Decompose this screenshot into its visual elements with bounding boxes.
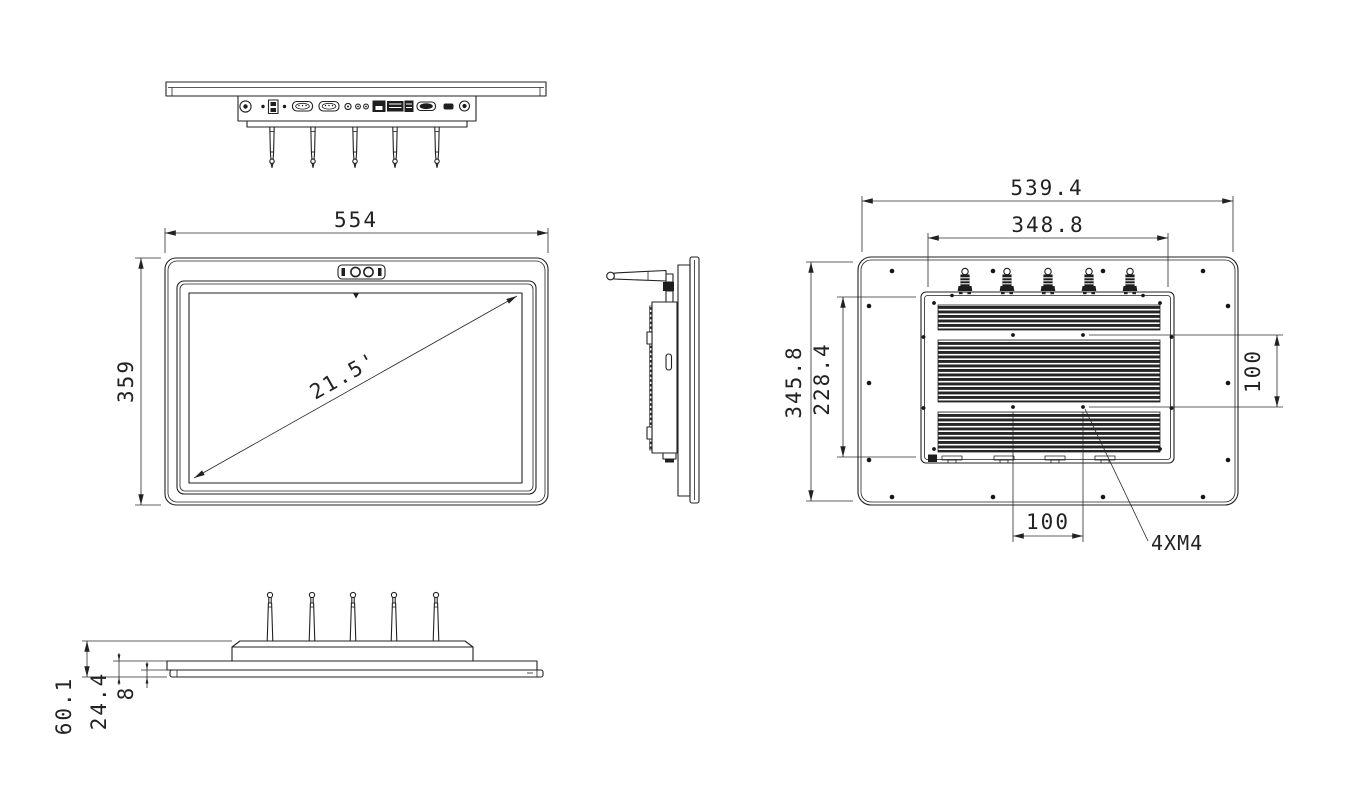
heatsink-fins (937, 304, 1161, 453)
dimension-label: 359 (114, 359, 138, 403)
mounting-hole-label: 4XM4 (1151, 531, 1203, 555)
usb-ports-stacked (267, 99, 279, 115)
width-dimension-554: 554 (164, 208, 549, 253)
total-depth-dimension-60.1: 60.1 (52, 640, 232, 736)
screen-diagonal-label: 21.5' (306, 347, 382, 404)
panel-slab (166, 660, 538, 671)
dimension-label: 228.4 (810, 342, 834, 415)
sma-connector (1122, 267, 1138, 295)
module-frame (920, 291, 1175, 464)
pc-module (651, 301, 678, 454)
antenna (392, 126, 398, 169)
antenna (310, 126, 316, 169)
front-camera (337, 264, 386, 280)
vesa-hole (1011, 333, 1015, 337)
vesa-vertical-dimension-100: 100 (1089, 334, 1283, 408)
side-view (606, 256, 700, 504)
antenna-connectors (957, 267, 1138, 295)
bottom-profile-view: 60.1 24.4 8 (52, 591, 544, 736)
front-bezel (176, 280, 537, 495)
antenna (434, 126, 440, 169)
wifi-antenna-folded (606, 269, 674, 303)
module-rim (231, 640, 474, 648)
antenna-jack (458, 100, 471, 112)
usb-dual-port (387, 101, 404, 112)
io-module-step (246, 120, 468, 128)
dimension-label: 100 (1026, 510, 1070, 534)
diagonal-line (193, 295, 518, 479)
front-lip (169, 669, 544, 678)
io-panel (239, 99, 471, 115)
dimension-label: 100 (1241, 349, 1265, 393)
antenna (390, 591, 398, 642)
panel-depth-dimension-24.4: 24.4 (87, 653, 167, 730)
antenna (269, 126, 275, 169)
rear-view: 539.4 348.8 345.8 228.4 100 (782, 176, 1283, 555)
module-width-dimension-348.8: 348.8 (927, 213, 1169, 287)
rear-cover (857, 256, 1239, 506)
center-mark (353, 293, 359, 299)
rear-width-dimension-539.4: 539.4 (861, 176, 1234, 252)
rear-cover-screws (866, 268, 1231, 500)
dimension-label: 60.1 (52, 677, 76, 736)
led-indicator (261, 104, 265, 109)
audio-jacks (344, 102, 369, 111)
heatsink-fin-edge (649, 305, 653, 451)
top-view (165, 81, 547, 169)
vesa-horizontal-dimension-100: 100 (1012, 412, 1084, 542)
mounting-hole-callout: 4XM4 (1084, 408, 1203, 555)
antenna (308, 591, 316, 642)
dimension-label: 24.4 (87, 672, 111, 731)
sma-connector (1040, 267, 1056, 295)
antenna (432, 591, 440, 642)
vesa-hole (1011, 405, 1015, 409)
serial-port-com1 (291, 100, 314, 112)
bezel-lip-dimension-8: 8 (114, 662, 170, 700)
vesa-hole (1081, 333, 1085, 337)
sma-connector (957, 267, 973, 295)
dimension-label: 348.8 (1011, 213, 1084, 237)
module-bottom-tabs (928, 454, 1116, 464)
rear-height-dimension-345.8: 345.8 (782, 261, 853, 502)
vga-port (416, 101, 437, 112)
front-bezel-edge (165, 81, 547, 97)
sma-connector (999, 267, 1015, 295)
usb-port (404, 100, 414, 112)
antennas-hanging (269, 126, 440, 169)
front-view: 21.5' 554 359 (114, 208, 549, 506)
dimension-label: 345.8 (782, 345, 806, 418)
sma-connector (1081, 267, 1097, 295)
power-jack (239, 100, 252, 113)
hdmi-port (443, 103, 454, 110)
vesa-hole (1081, 405, 1085, 409)
module-body (231, 646, 474, 662)
antenna (266, 591, 274, 642)
bottom-foot (662, 452, 677, 460)
front-outer-frame (164, 257, 549, 506)
dimension-label: 8 (114, 686, 138, 701)
slot-cutout (665, 353, 673, 371)
dimension-label: 539.4 (1010, 176, 1083, 200)
module-height-dimension-228.4: 228.4 (810, 296, 916, 458)
dimension-label: 554 (334, 208, 378, 232)
serial-port-com2 (318, 100, 340, 112)
vesa-mount-holes (1011, 333, 1085, 409)
lan-port (372, 100, 386, 112)
antennas-upright (266, 591, 440, 642)
led-indicator (282, 104, 287, 109)
antenna (349, 591, 357, 642)
antenna (352, 126, 358, 169)
panel-body (677, 264, 691, 497)
height-dimension-359: 359 (114, 257, 161, 506)
